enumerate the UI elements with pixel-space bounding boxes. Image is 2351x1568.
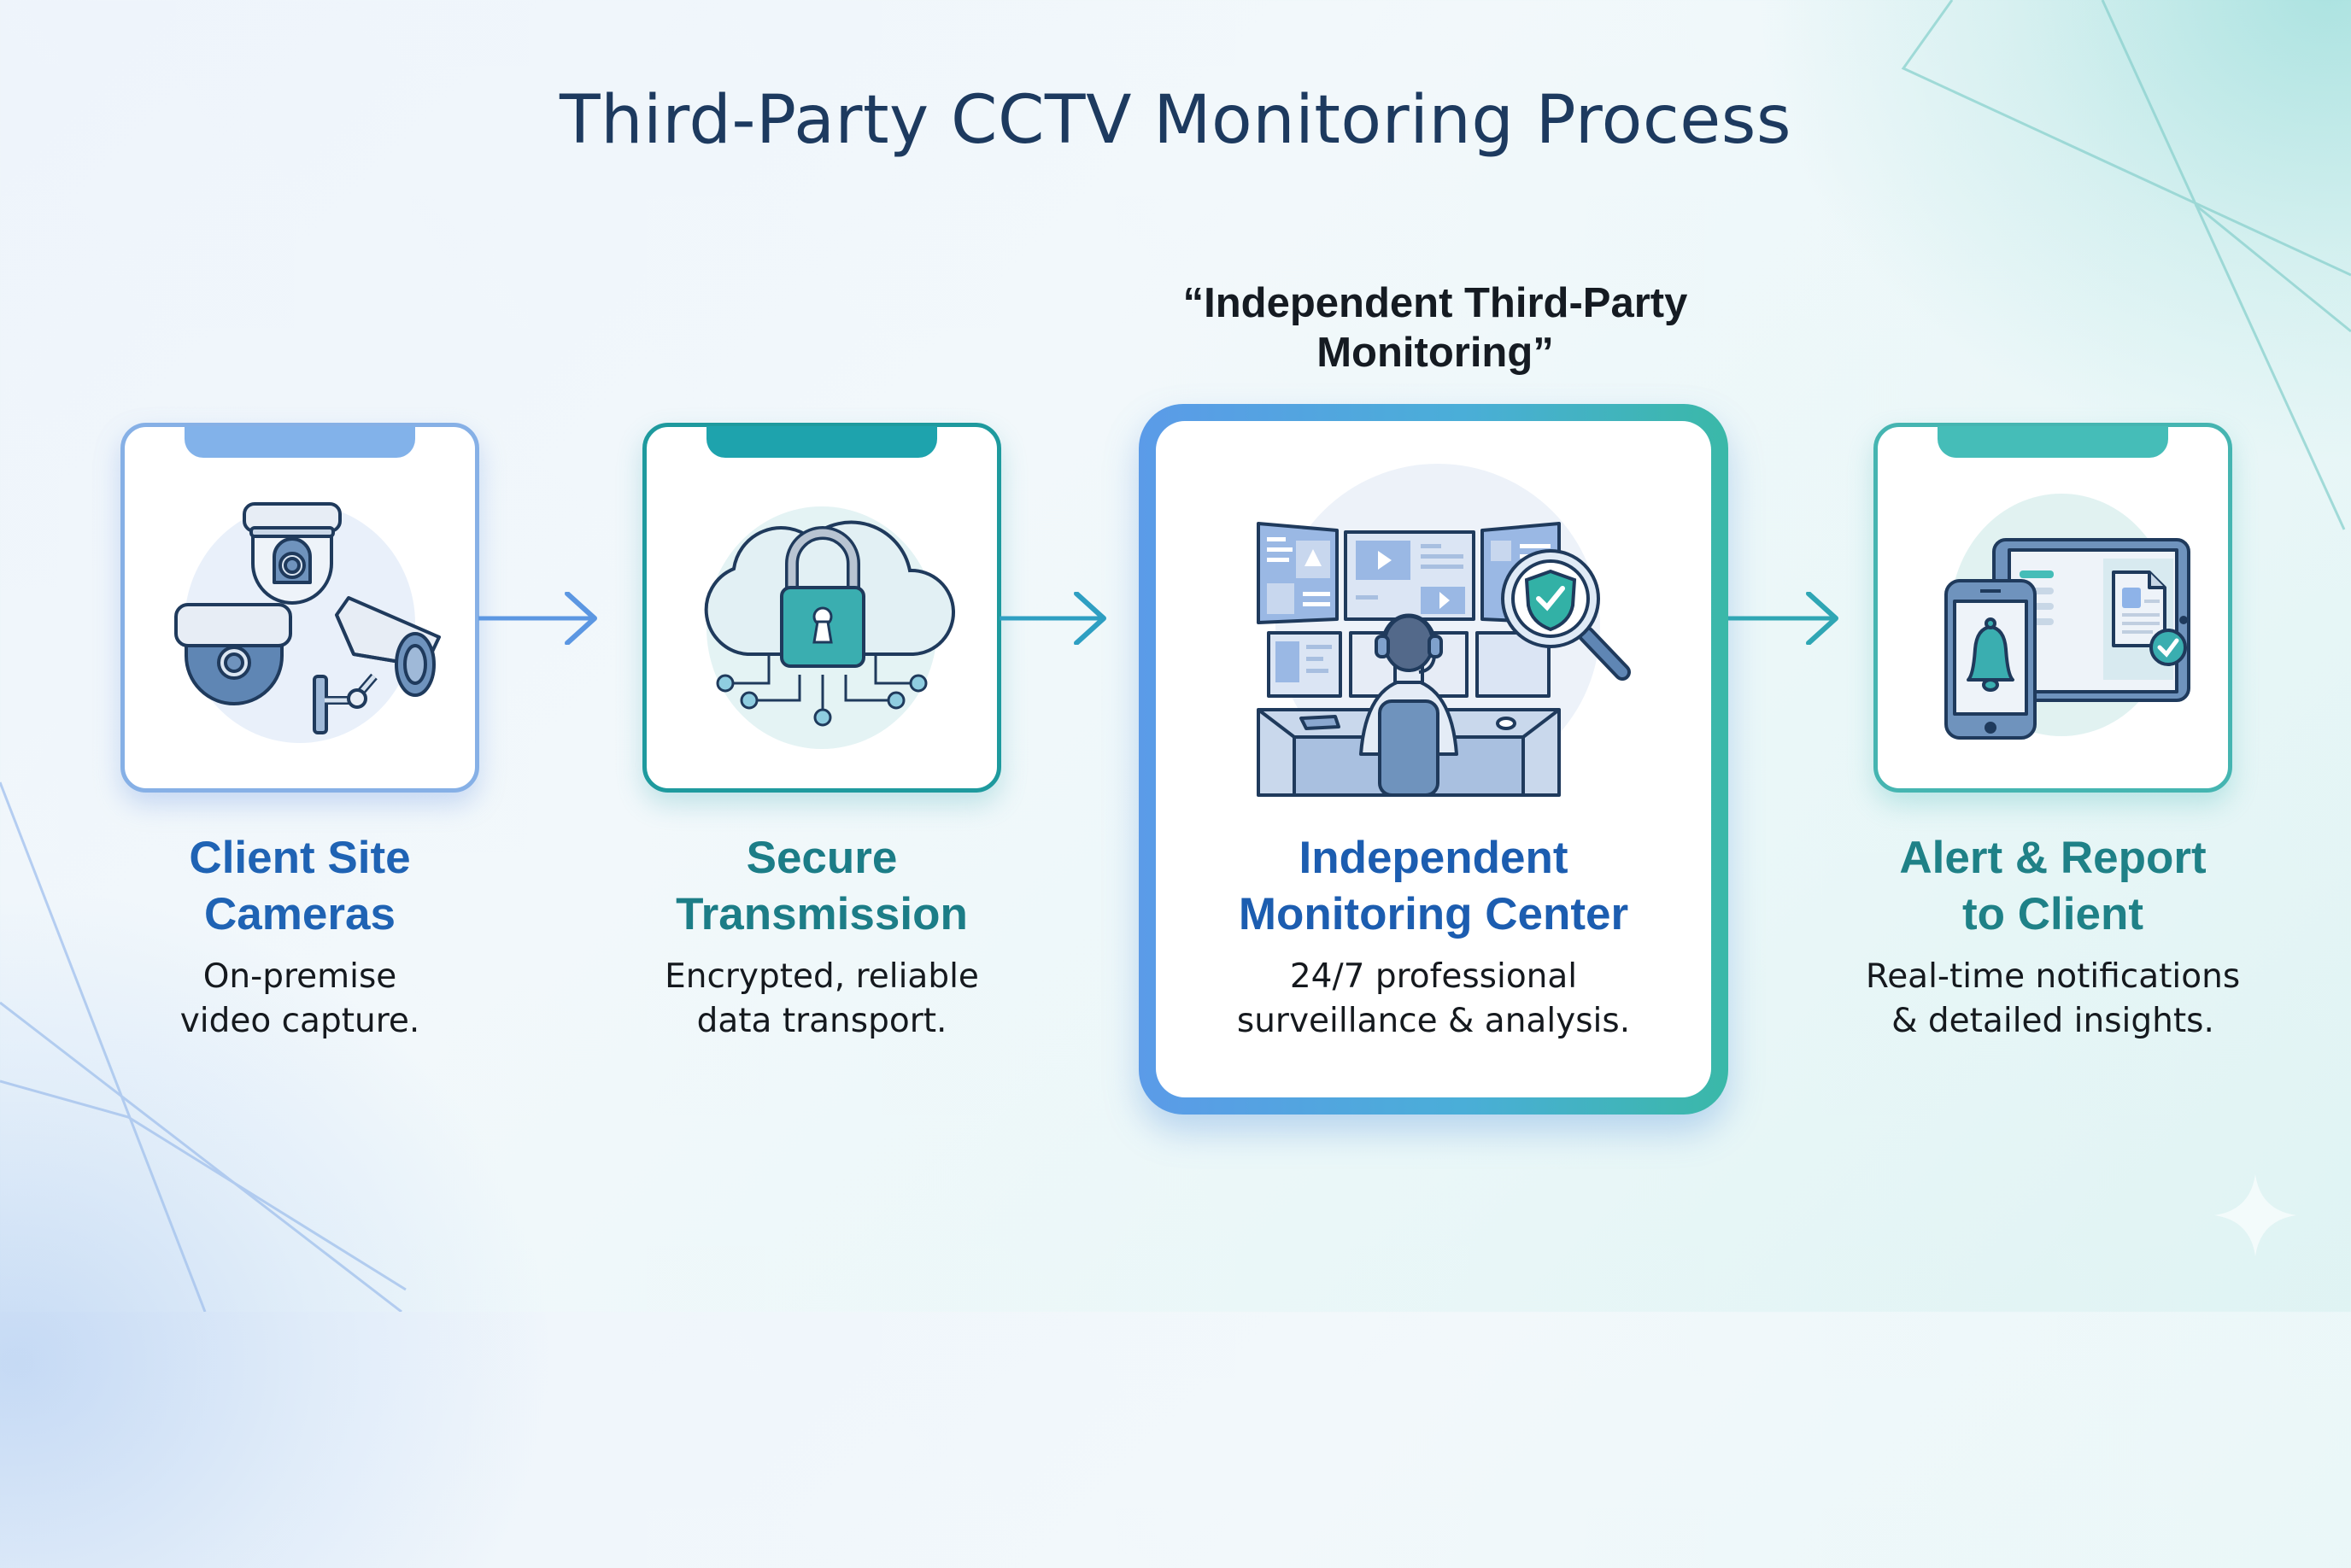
step-title: Secure Transmission <box>608 830 1035 943</box>
arrow-right-icon <box>478 592 597 645</box>
step-description: On-premise video capture. <box>86 955 513 1044</box>
step-description-line2: surveillance & analysis. <box>1236 1002 1631 1040</box>
monitoring-operator-icon <box>1241 455 1660 831</box>
highlight-caption-line2: Monitoring” <box>1316 330 1554 376</box>
step-card-secure-transmission <box>642 423 1001 793</box>
step-card-alert-report <box>1873 423 2232 793</box>
step-title-line1: Secure <box>746 833 898 883</box>
step-title-line2: Monitoring Center <box>1238 889 1629 939</box>
step-card-independent-monitoring-center <box>1139 404 1728 1115</box>
step-label-independent-monitoring-center: Independent Monitoring Center 24/7 profe… <box>1156 830 1711 1044</box>
arrow-right-icon <box>1000 592 1106 645</box>
step-title-line2: to Client <box>1962 889 2143 939</box>
background-glow-top-right <box>1753 0 2351 470</box>
card-tab <box>706 426 937 458</box>
step-description-line2: video capture. <box>179 1002 420 1040</box>
step-description: Encrypted, reliable data transport. <box>608 955 1035 1044</box>
sparkle-icon <box>2214 1174 2296 1256</box>
step-description-line1: 24/7 professional <box>1289 957 1578 996</box>
step-description-line1: Encrypted, reliable <box>665 957 979 996</box>
step-description: Real-time notifications & detailed insig… <box>1822 955 2284 1044</box>
step-title-line2: Cameras <box>204 889 396 939</box>
step-title: Independent Monitoring Center <box>1156 830 1711 943</box>
step-title-line1: Alert & Report <box>1899 833 2207 883</box>
highlight-caption: “Independent Third-Party Monitoring” <box>1136 278 1734 377</box>
cloud-lock-icon <box>681 487 963 752</box>
step-description: 24/7 professional surveillance & analysi… <box>1156 955 1711 1044</box>
card-tab <box>1938 426 2168 458</box>
page-title: Third-Party CCTV Monitoring Process <box>559 82 1792 159</box>
step-label-alert-report: Alert & Report to Client Real-time notif… <box>1822 830 2284 1044</box>
arrow-right-icon <box>1728 592 1838 645</box>
step-description-line2: data transport. <box>696 1002 947 1040</box>
alert-report-devices-icon <box>1912 487 2194 752</box>
step-title: Alert & Report to Client <box>1822 830 2284 943</box>
step-label-secure-transmission: Secure Transmission Encrypted, reliable … <box>608 830 1035 1044</box>
step-title-line1: Client Site <box>189 833 411 883</box>
step-description-line1: Real-time notifications <box>1865 957 2241 996</box>
step-description-line2: & detailed insights. <box>1891 1002 2214 1040</box>
step-label-client-site-cameras: Client Site Cameras On-premise video cap… <box>86 830 513 1044</box>
cctv-cameras-icon <box>159 487 441 752</box>
step-title: Client Site Cameras <box>86 830 513 943</box>
highlight-caption-line1: “Independent Third-Party <box>1182 280 1688 326</box>
step-title-line1: Independent <box>1299 833 1568 883</box>
card-inner <box>1156 421 1711 1097</box>
card-tab <box>185 426 415 458</box>
step-card-client-site-cameras <box>120 423 479 793</box>
step-description-line1: On-premise <box>202 957 397 996</box>
step-title-line2: Transmission <box>676 889 968 939</box>
